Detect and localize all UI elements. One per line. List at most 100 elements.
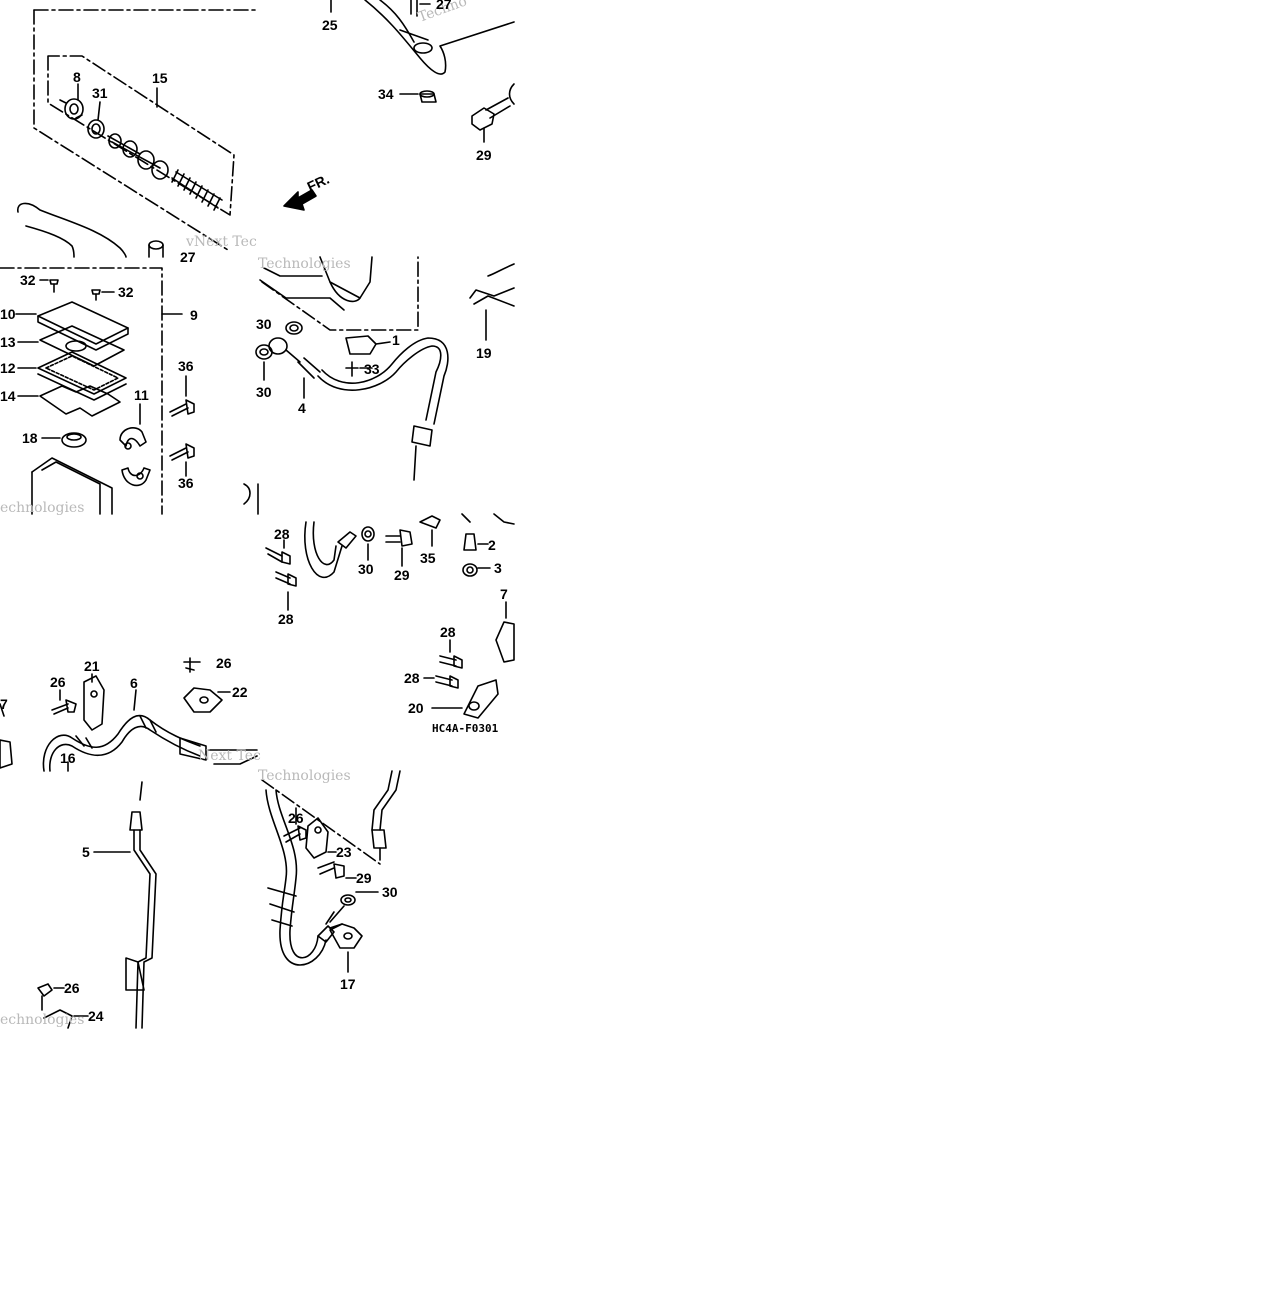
callout-26-b: 26 <box>216 655 232 671</box>
caliper-7-left-part <box>0 739 13 769</box>
hose-loop-part <box>304 521 357 579</box>
brake-hose-4-part <box>268 337 449 425</box>
callout-7-a: 7 <box>500 586 508 602</box>
washer-30-lower2-part <box>340 894 356 906</box>
watermark-text-7: Technologies <box>258 768 351 784</box>
callout-24: 24 <box>88 1008 104 1024</box>
bolt-36-bottom-part <box>169 443 195 461</box>
clamp-24-part <box>43 1009 73 1029</box>
watermark-text-1: vNext Tec <box>185 234 257 250</box>
callout-16: 16 <box>60 750 76 766</box>
callout-26-d: 26 <box>288 810 304 826</box>
clamp-holder-part <box>119 427 151 487</box>
reservoir-cap-part <box>37 301 129 351</box>
callout-29-c: 29 <box>356 870 372 886</box>
bolt-26-a-part <box>51 699 77 715</box>
tile-upper-hose <box>243 256 515 515</box>
float-plate-part <box>39 385 121 417</box>
callout-labels: 8 31 15 27 25 27 34 29 32 32 9 10 13 12 … <box>0 0 508 1024</box>
nut-34-part <box>419 90 437 103</box>
bolt-26-b-part <box>183 657 201 673</box>
brake-lever-part <box>17 202 127 258</box>
hose-top-fitting-part <box>371 770 401 861</box>
bolt-26-d-part <box>283 825 307 843</box>
callout-30-c: 30 <box>358 561 374 577</box>
front-direction-arrow <box>283 189 317 211</box>
bolt-28-right-lower-part <box>435 675 459 689</box>
bolt-29-mid-part <box>385 529 413 547</box>
washer-30-upper-part <box>285 321 303 335</box>
callout-30-a: 30 <box>256 316 272 332</box>
seal-ring-part <box>87 119 105 139</box>
callout-28-b: 28 <box>278 611 294 627</box>
callout-25: 25 <box>322 17 338 33</box>
callout-26-c: 26 <box>64 980 80 996</box>
callout-8: 8 <box>73 69 81 85</box>
callout-28-a: 28 <box>274 526 290 542</box>
tile-reservoir <box>0 267 195 515</box>
tile-joint-bolts <box>265 513 515 719</box>
callout-21: 21 <box>84 658 100 674</box>
callout-1: 1 <box>392 332 400 348</box>
diaphragm-part <box>37 351 127 401</box>
tile-lever-bolts <box>283 0 515 211</box>
callout-10: 10 <box>0 306 16 322</box>
callout-28-c: 28 <box>440 624 456 640</box>
watermark-text-3: Next Tec <box>198 748 261 764</box>
callout-13: 13 <box>0 334 16 350</box>
return-spring-part <box>171 169 223 211</box>
callout-5: 5 <box>82 844 90 860</box>
bracket-20-part <box>463 679 499 719</box>
bolt-29-lower-part <box>317 861 345 879</box>
watermarks: vNext Tec Technologies Next Tec echnolog… <box>0 0 469 1028</box>
screw-33-part <box>345 361 359 377</box>
screw-32-left-part <box>49 279 59 293</box>
brake-hose-lower-part <box>265 789 343 966</box>
callout-7-b: 7 <box>0 696 8 712</box>
callout-6: 6 <box>130 675 138 691</box>
callout-27-b: 27 <box>436 0 452 12</box>
piston-cup-part <box>59 98 84 120</box>
callout-31: 31 <box>92 85 108 101</box>
callout-36-b: 36 <box>178 475 194 491</box>
clamp-23-part <box>305 817 329 859</box>
lever-bracket-part <box>364 0 515 75</box>
watermark-text-2: Technologies <box>258 256 351 272</box>
callout-11: 11 <box>134 387 149 403</box>
piston-part <box>107 133 169 180</box>
bolt-26-c-part <box>37 983 53 1011</box>
pivot-bolt-cap-part <box>148 240 164 258</box>
callout-19: 19 <box>476 345 492 361</box>
callout-35: 35 <box>420 550 436 566</box>
washer-30-mid-part <box>361 526 375 542</box>
callout-30-b: 30 <box>256 384 272 400</box>
clamp-22-part <box>183 687 223 713</box>
callout-22: 22 <box>232 684 248 700</box>
hose-joint-part <box>411 425 433 481</box>
brake-pipe-5-part <box>125 811 157 1029</box>
bolt-28-right-upper-part <box>439 655 463 669</box>
brake-switch-part <box>345 335 391 355</box>
tile-lower-hose <box>261 770 401 973</box>
callout-32-a: 32 <box>20 272 36 288</box>
callout-34: 34 <box>378 86 394 102</box>
bracket-19-part <box>469 263 515 341</box>
front-direction-label: FR. <box>305 171 332 195</box>
bolt-28-lower-part <box>275 571 297 587</box>
seal-18-part <box>61 432 87 448</box>
reservoir-body-part <box>31 457 113 515</box>
bolt-35-part <box>419 515 441 547</box>
screw-32-right-part <box>91 289 101 301</box>
caliper-7-part <box>495 621 515 663</box>
callout-28-d: 28 <box>404 670 420 686</box>
callout-2: 2 <box>488 537 496 553</box>
callout-36-a: 36 <box>178 358 194 374</box>
callout-12: 12 <box>0 360 16 376</box>
callout-30-d: 30 <box>382 884 398 900</box>
cap-plate-part <box>39 325 125 367</box>
diagram-code-label: HC4A-F0301 <box>432 722 499 735</box>
tile-brake-pipe <box>37 781 157 1029</box>
callout-20: 20 <box>408 700 424 716</box>
